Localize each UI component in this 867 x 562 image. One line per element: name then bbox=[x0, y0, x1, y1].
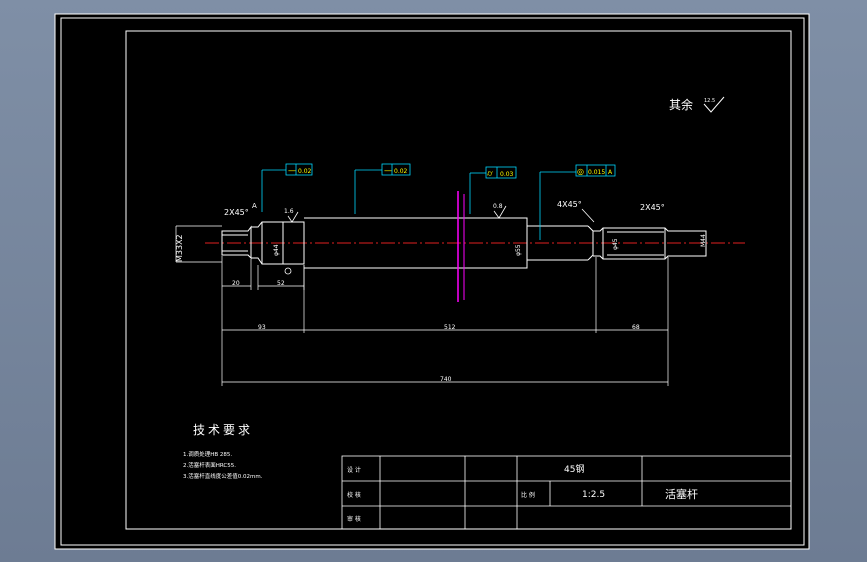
dim-93: 93 bbox=[258, 324, 266, 331]
dim-52: 52 bbox=[277, 280, 285, 287]
tb-scale: 1:2.5 bbox=[582, 490, 605, 500]
chamfer-right: 2X45° bbox=[640, 203, 665, 212]
notes-title: 技术要求 bbox=[193, 423, 253, 437]
tb-part-name: 活塞杆 bbox=[665, 487, 698, 501]
finish-b-icon bbox=[493, 205, 507, 219]
dim-68: 68 bbox=[632, 324, 640, 331]
note-item-2: 2.活塞杆表面HRC55. bbox=[183, 461, 236, 469]
shaft-outline bbox=[221, 217, 707, 269]
tb-material: 45钢 bbox=[564, 463, 584, 475]
drawing-sheet bbox=[54, 13, 810, 550]
tb-check-label: 校 核 bbox=[347, 491, 361, 499]
outer-border bbox=[60, 17, 805, 546]
note-item-1: 1.调质处理HB 285. bbox=[183, 450, 232, 458]
chamfer-mid: 4X45° bbox=[557, 200, 582, 209]
dia-d1: φ44 bbox=[273, 244, 280, 256]
tf2-value: 0.02 bbox=[394, 168, 408, 175]
tb-design-label: 设 计 bbox=[347, 466, 361, 474]
roughness-note-value: 12.5 bbox=[704, 98, 715, 104]
dia-left-thread-ext bbox=[176, 225, 222, 263]
tolerance-frame-3: ⌭ 0.03 bbox=[469, 166, 517, 214]
finish-b: 0.8 bbox=[493, 203, 503, 210]
dimension-lines bbox=[175, 226, 669, 386]
dia-d2: φ55 bbox=[515, 244, 522, 256]
datum-marker-icon bbox=[284, 267, 292, 275]
title-block bbox=[341, 455, 792, 530]
dia-right-thread: M44 bbox=[700, 234, 707, 247]
roughness-note: 其余 bbox=[669, 97, 693, 112]
tb-review-label: 审 核 bbox=[347, 515, 361, 523]
tf1-value: 0.02 bbox=[298, 168, 312, 175]
dim-512: 512 bbox=[444, 324, 456, 331]
tf4-value: 0.015 bbox=[588, 169, 605, 176]
chamfer-mid-leader bbox=[581, 208, 595, 223]
finish-a: 1.6 bbox=[284, 208, 294, 215]
tolerance-frame-1: — 0.02 bbox=[261, 163, 313, 212]
dim-20: 20 bbox=[232, 280, 240, 287]
tf3-symbol: ⌭ bbox=[487, 169, 493, 178]
chamfer-left: 2X45° bbox=[224, 208, 249, 217]
dim-740: 740 bbox=[440, 376, 452, 383]
tf1-symbol: — bbox=[288, 166, 296, 175]
tf2-symbol: — bbox=[384, 166, 392, 175]
tolerance-frame-2: — 0.02 bbox=[354, 163, 411, 214]
roughness-symbol-icon bbox=[703, 96, 725, 113]
note-item-3: 3.活塞杆直线度公差值0.02mm. bbox=[183, 472, 263, 480]
tf4-datum: A bbox=[608, 169, 613, 176]
dia-left-thread: M33X2 bbox=[175, 234, 184, 262]
finish-a-icon bbox=[287, 211, 299, 223]
tb-scale-label: 比 例 bbox=[521, 491, 535, 499]
tf4-symbol: ◎ bbox=[577, 167, 584, 176]
datum-label: A bbox=[252, 202, 257, 210]
dia-d3: φ45 bbox=[612, 238, 619, 250]
tolerance-frame-4: ◎ 0.015 A bbox=[539, 164, 616, 240]
tf3-value: 0.03 bbox=[500, 171, 514, 178]
